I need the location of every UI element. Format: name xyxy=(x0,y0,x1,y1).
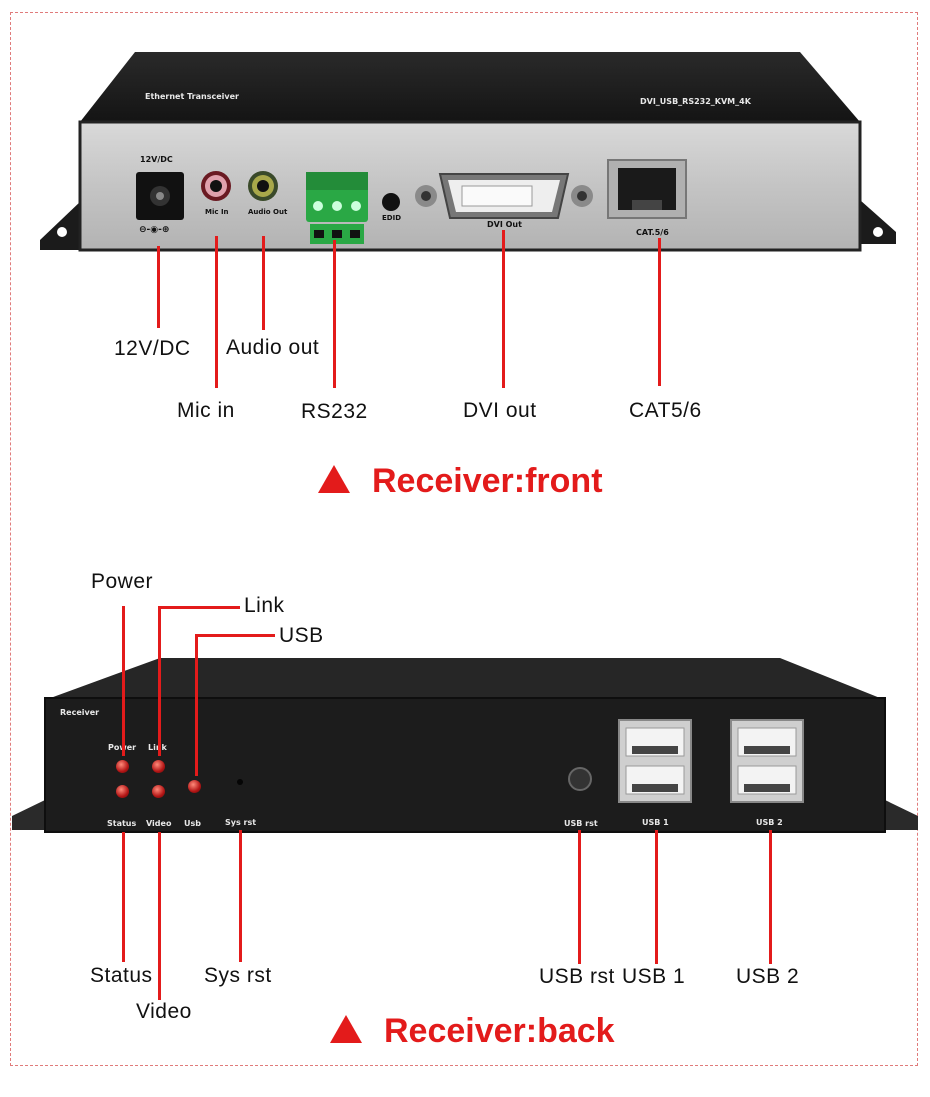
leader-usb-h xyxy=(195,634,275,637)
usb-led xyxy=(188,780,201,793)
callout-usb1: USB 1 xyxy=(622,965,686,988)
leader-dc xyxy=(157,246,160,328)
usb-panel-label: Usb xyxy=(184,819,201,828)
edid-panel-label: EDID xyxy=(382,214,402,222)
leader-usb xyxy=(195,634,198,776)
callout-dvi-out: DVI out xyxy=(463,399,537,422)
callout-usb-rst: USB rst xyxy=(539,965,615,988)
callout-link: Link xyxy=(244,594,285,617)
callout-audio-out: Audio out xyxy=(226,336,320,359)
callout-status: Status xyxy=(90,964,153,987)
callout-cat5-6: CAT5/6 xyxy=(629,399,702,422)
callout-video: Video xyxy=(136,1000,192,1023)
callout-sys-rst: Sys rst xyxy=(204,964,272,987)
receiver-panel-label: Receiver xyxy=(60,708,100,717)
leader-sysrst xyxy=(239,830,242,962)
leader-link xyxy=(158,606,161,756)
leader-status xyxy=(122,832,125,962)
back-device xyxy=(12,658,918,833)
power-led xyxy=(116,760,129,773)
leader-audio xyxy=(262,236,265,330)
front-section-title: Receiver:front xyxy=(318,462,603,501)
leader-mic xyxy=(215,236,218,388)
cat-panel-label: CAT.5/6 xyxy=(636,228,669,237)
leader-usb1 xyxy=(655,830,658,964)
leader-cat xyxy=(658,238,661,386)
mic-panel-label: Mic In xyxy=(205,208,229,216)
audio-panel-label: Audio Out xyxy=(248,208,288,216)
dc-panel-label: 12V/DC xyxy=(140,155,173,164)
callout-rs232: RS232 xyxy=(301,400,368,423)
usbrst-panel-label: USB rst xyxy=(564,819,598,828)
back-section-title: Receiver:back xyxy=(330,1012,615,1051)
leader-usb2 xyxy=(769,830,772,964)
usb1-panel-label: USB 1 xyxy=(642,818,669,827)
callout-usb2: USB 2 xyxy=(736,965,800,988)
leader-video xyxy=(158,832,161,1000)
sysrst-panel-label: Sys rst xyxy=(225,818,257,827)
video-led xyxy=(152,785,165,798)
leader-rs232 xyxy=(333,240,336,388)
leader-dvi xyxy=(502,230,505,388)
leader-usbrst xyxy=(578,830,581,964)
print-model: DVI_USB_RS232_KVM_4K xyxy=(640,97,751,106)
leader-power xyxy=(122,606,125,756)
leader-link-h xyxy=(158,606,240,609)
callout-usb: USB xyxy=(279,624,324,647)
dashed-frame xyxy=(10,12,918,1066)
print-ethernet-transceiver: Ethernet Transceiver xyxy=(145,92,239,101)
triangle-icon xyxy=(318,465,350,494)
front-device xyxy=(40,52,896,252)
triangle-icon xyxy=(330,1015,362,1044)
status-panel-label: Status xyxy=(107,819,137,828)
dvi-panel-label: DVI Out xyxy=(487,220,522,229)
polarity-icon: ⊖-◉-⊕ xyxy=(139,225,170,235)
callout-power: Power xyxy=(91,570,154,593)
video-panel-label: Video xyxy=(146,819,172,828)
usb2-panel-label: USB 2 xyxy=(756,818,783,827)
callout-mic-in: Mic in xyxy=(177,399,235,422)
callout-12v-dc: 12V/DC xyxy=(114,337,191,360)
status-led xyxy=(116,785,129,798)
link-panel-label: Link xyxy=(148,743,167,752)
link-led xyxy=(152,760,165,773)
